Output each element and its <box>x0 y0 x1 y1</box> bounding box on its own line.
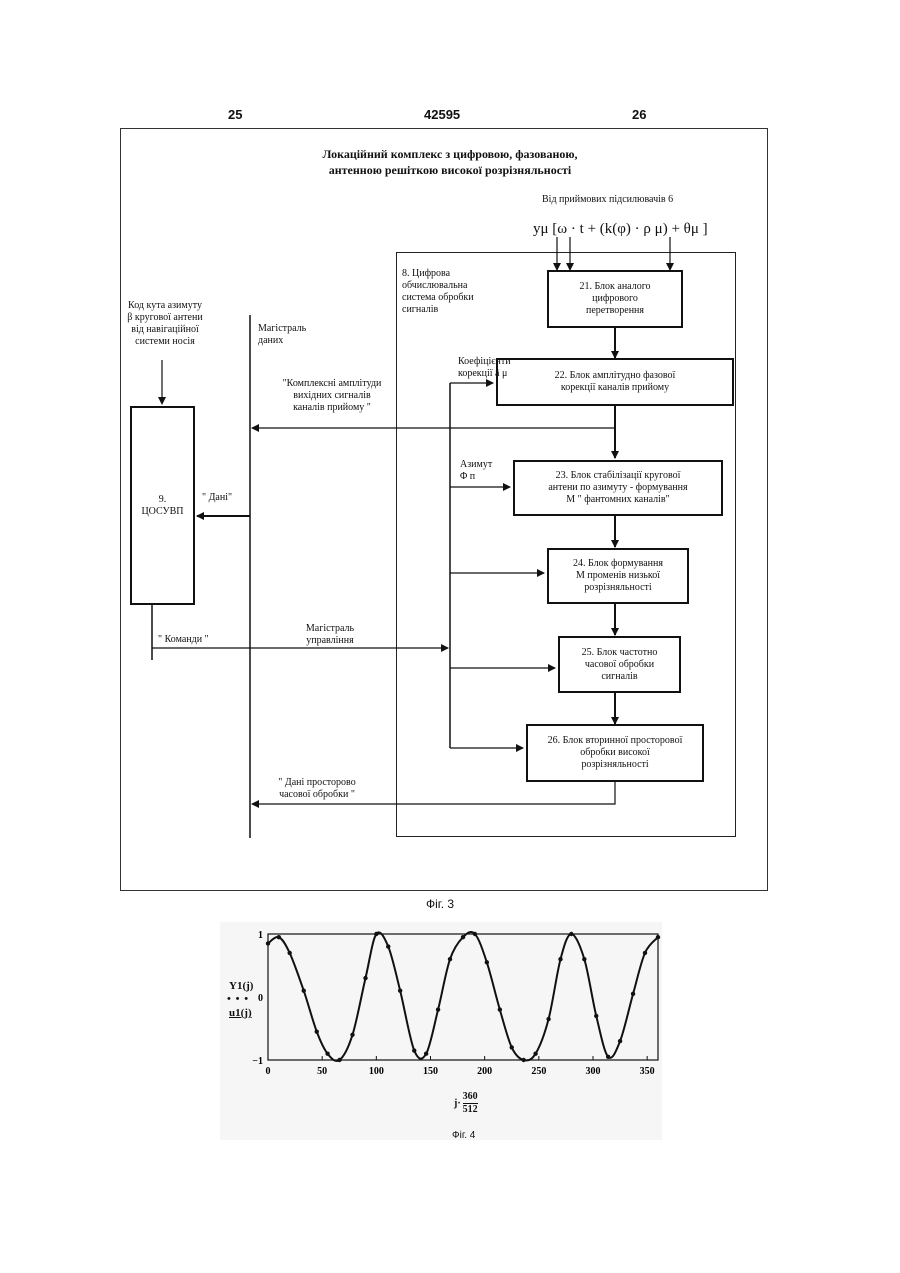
series-u1-point <box>448 957 452 961</box>
series-u1-point <box>386 944 390 948</box>
fig4-axes-frame <box>268 934 658 1060</box>
series-u1-point <box>363 976 367 980</box>
x-label-numerator: 360 <box>463 1091 478 1104</box>
series-u1-point <box>558 957 562 961</box>
series-u1-point <box>618 1039 622 1043</box>
x-tick-label: 0 <box>266 1066 271 1077</box>
series-u1-point <box>325 1052 329 1056</box>
y-tick-label: −1 <box>252 1056 263 1067</box>
series-u1-point <box>374 932 378 936</box>
y-tick-label: 0 <box>258 993 263 1004</box>
series-u1-point <box>533 1052 537 1056</box>
x-tick-label: 100 <box>369 1066 384 1077</box>
y-label-u1: u1(j) <box>229 1007 252 1019</box>
x-tick-label: 50 <box>317 1066 327 1077</box>
series-u1-point <box>546 1017 550 1021</box>
fig4-caption: Фіг. 4 <box>452 1130 475 1141</box>
x-tick-label: 150 <box>423 1066 438 1077</box>
series-u1-point <box>436 1007 440 1011</box>
series-u1-point <box>398 989 402 993</box>
x-label-prefix: j· <box>454 1098 461 1109</box>
x-tick-label: 350 <box>640 1066 655 1077</box>
series-u1-point <box>656 935 660 939</box>
series-u1-point <box>337 1058 341 1062</box>
x-label-denominator: 512 <box>463 1104 478 1116</box>
series-u1-point <box>461 935 465 939</box>
series-y1-line <box>268 932 658 1061</box>
series-u1-point <box>315 1029 319 1033</box>
y-label-dots: • • • <box>227 993 249 1005</box>
y-tick-label: 1 <box>258 930 263 941</box>
series-u1-point <box>498 1007 502 1011</box>
series-u1-point <box>287 951 291 955</box>
series-u1-point <box>510 1045 514 1049</box>
y-label-y1: Y1(j) <box>229 980 253 992</box>
series-u1-point <box>266 941 270 945</box>
series-u1-point <box>302 989 306 993</box>
x-tick-label: 300 <box>586 1066 601 1077</box>
x-tick-label: 250 <box>531 1066 546 1077</box>
x-axis-label: j· 360 512 <box>454 1091 478 1116</box>
series-u1-point <box>594 1014 598 1018</box>
series-u1-point <box>473 932 477 936</box>
x-tick-label: 200 <box>477 1066 492 1077</box>
series-u1-point <box>412 1048 416 1052</box>
series-u1-point <box>424 1052 428 1056</box>
series-u1-point <box>631 992 635 996</box>
series-u1-point <box>277 935 281 939</box>
series-u1-point <box>606 1055 610 1059</box>
series-u1-point <box>350 1033 354 1037</box>
series-u1-point <box>521 1058 525 1062</box>
series-u1-point <box>582 957 586 961</box>
series-u1-point <box>485 960 489 964</box>
series-u1-point <box>569 932 573 936</box>
series-u1-point <box>643 951 647 955</box>
